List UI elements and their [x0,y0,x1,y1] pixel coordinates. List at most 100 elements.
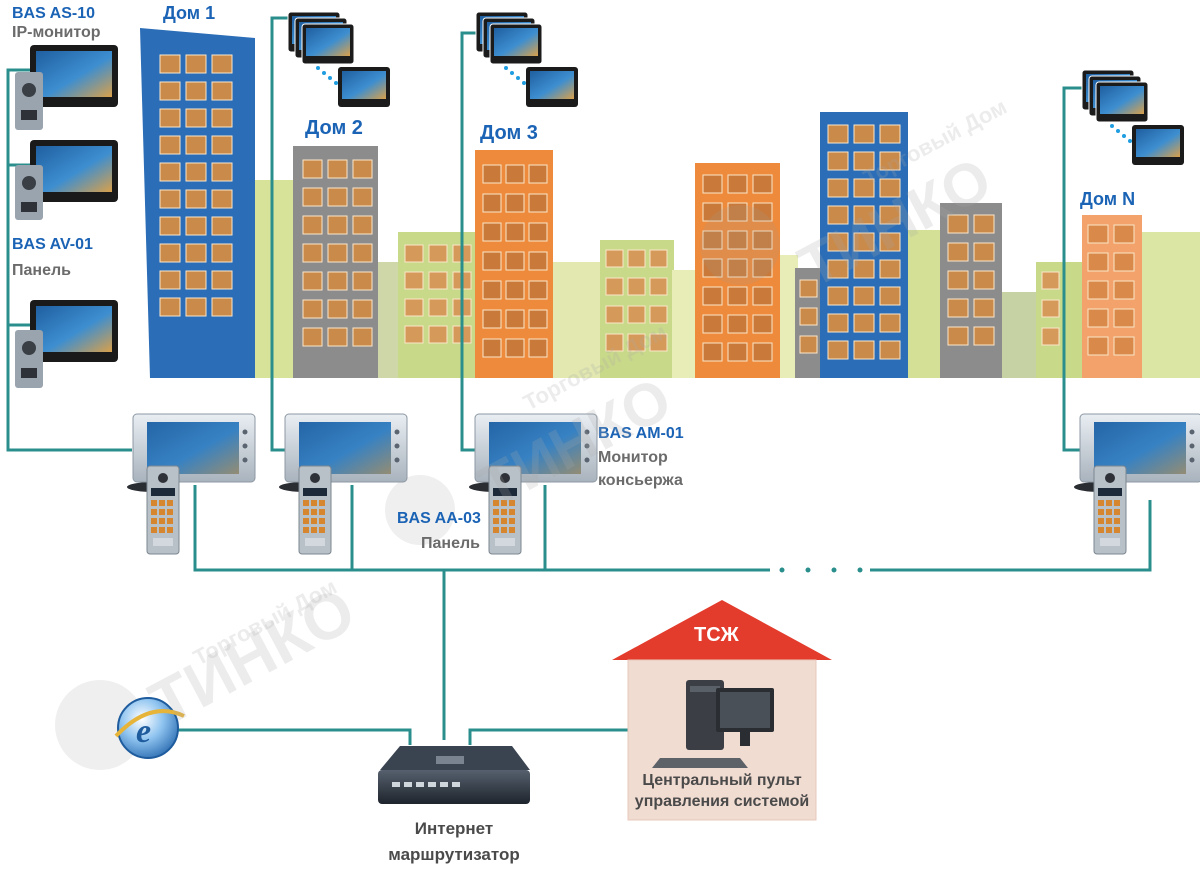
router-icon [378,746,530,804]
window [352,215,373,235]
building-windows [159,54,1135,362]
window [947,242,969,262]
window [327,187,348,207]
ip-monitor-group-1 [15,45,118,130]
console-line2: управления системой [634,793,810,810]
window [505,164,525,184]
window [702,342,723,362]
window [702,286,723,306]
window [482,309,502,329]
window [879,124,901,144]
window [327,271,348,291]
house-1-label: Дом 1 [163,3,216,23]
window [853,259,875,279]
window [159,81,181,101]
window [159,297,181,317]
window [327,243,348,263]
window [752,258,773,278]
window [211,54,233,74]
window [302,187,323,207]
window [302,159,323,179]
window [649,277,668,296]
concierge-station-3 [469,413,598,555]
window [702,258,723,278]
window [352,327,373,347]
connection-lines [6,16,1152,745]
window [185,162,207,182]
window [185,297,207,317]
panel-desc-label: Панель [12,262,71,279]
watermark-logos [55,205,780,770]
window [482,280,502,300]
window [1087,308,1109,328]
window [853,124,875,144]
window [947,214,969,234]
window [185,216,207,236]
window [211,270,233,290]
window [752,314,773,334]
concierge-station-1 [127,413,256,555]
window [752,230,773,250]
window [879,232,901,252]
window [302,243,323,263]
ip-monitor-model-label: BAS AS-10 [12,5,95,22]
window [159,162,181,182]
window [827,286,849,306]
router-label-line2: маршрутизатор [388,845,520,864]
concierge-stations [127,413,1200,555]
window [505,222,525,242]
window [973,242,995,262]
window [428,244,448,263]
window [827,124,849,144]
house-3-monitors [475,11,578,107]
window [211,189,233,209]
internet-globe-icon: e [114,697,185,759]
window [947,298,969,318]
window [879,205,901,225]
window [853,205,875,225]
window [1041,271,1060,290]
window [727,230,748,250]
window [159,135,181,155]
window [879,259,901,279]
window [428,271,448,290]
window [827,205,849,225]
window [482,193,502,213]
window [973,214,995,234]
svg-text:e: e [136,713,151,750]
window [853,313,875,333]
window [752,286,773,306]
window [505,338,525,358]
ip-monitor-desc-label: IP-монитор [12,24,101,41]
window [627,277,646,296]
window [404,271,424,290]
window [702,174,723,194]
house-3-label: Дом 3 [480,122,538,144]
window [211,297,233,317]
window [702,314,723,334]
window [352,187,373,207]
window [727,286,748,306]
window [505,193,525,213]
window [211,162,233,182]
window [482,222,502,242]
entry-panel-desc-label: Панель [421,535,480,552]
window [727,202,748,222]
window [973,298,995,318]
window [185,189,207,209]
dotted-continuation [779,567,863,573]
window [159,189,181,209]
window [827,313,849,333]
window [428,325,448,344]
window [799,307,818,326]
window [853,151,875,171]
ip-monitor-group-3 [15,300,118,388]
panel-model-label: BAS AV-01 [12,236,93,253]
window [879,286,901,306]
window [649,249,668,268]
house-2-label: Дом 2 [305,117,363,139]
window [482,164,502,184]
window [211,243,233,263]
window [605,277,624,296]
